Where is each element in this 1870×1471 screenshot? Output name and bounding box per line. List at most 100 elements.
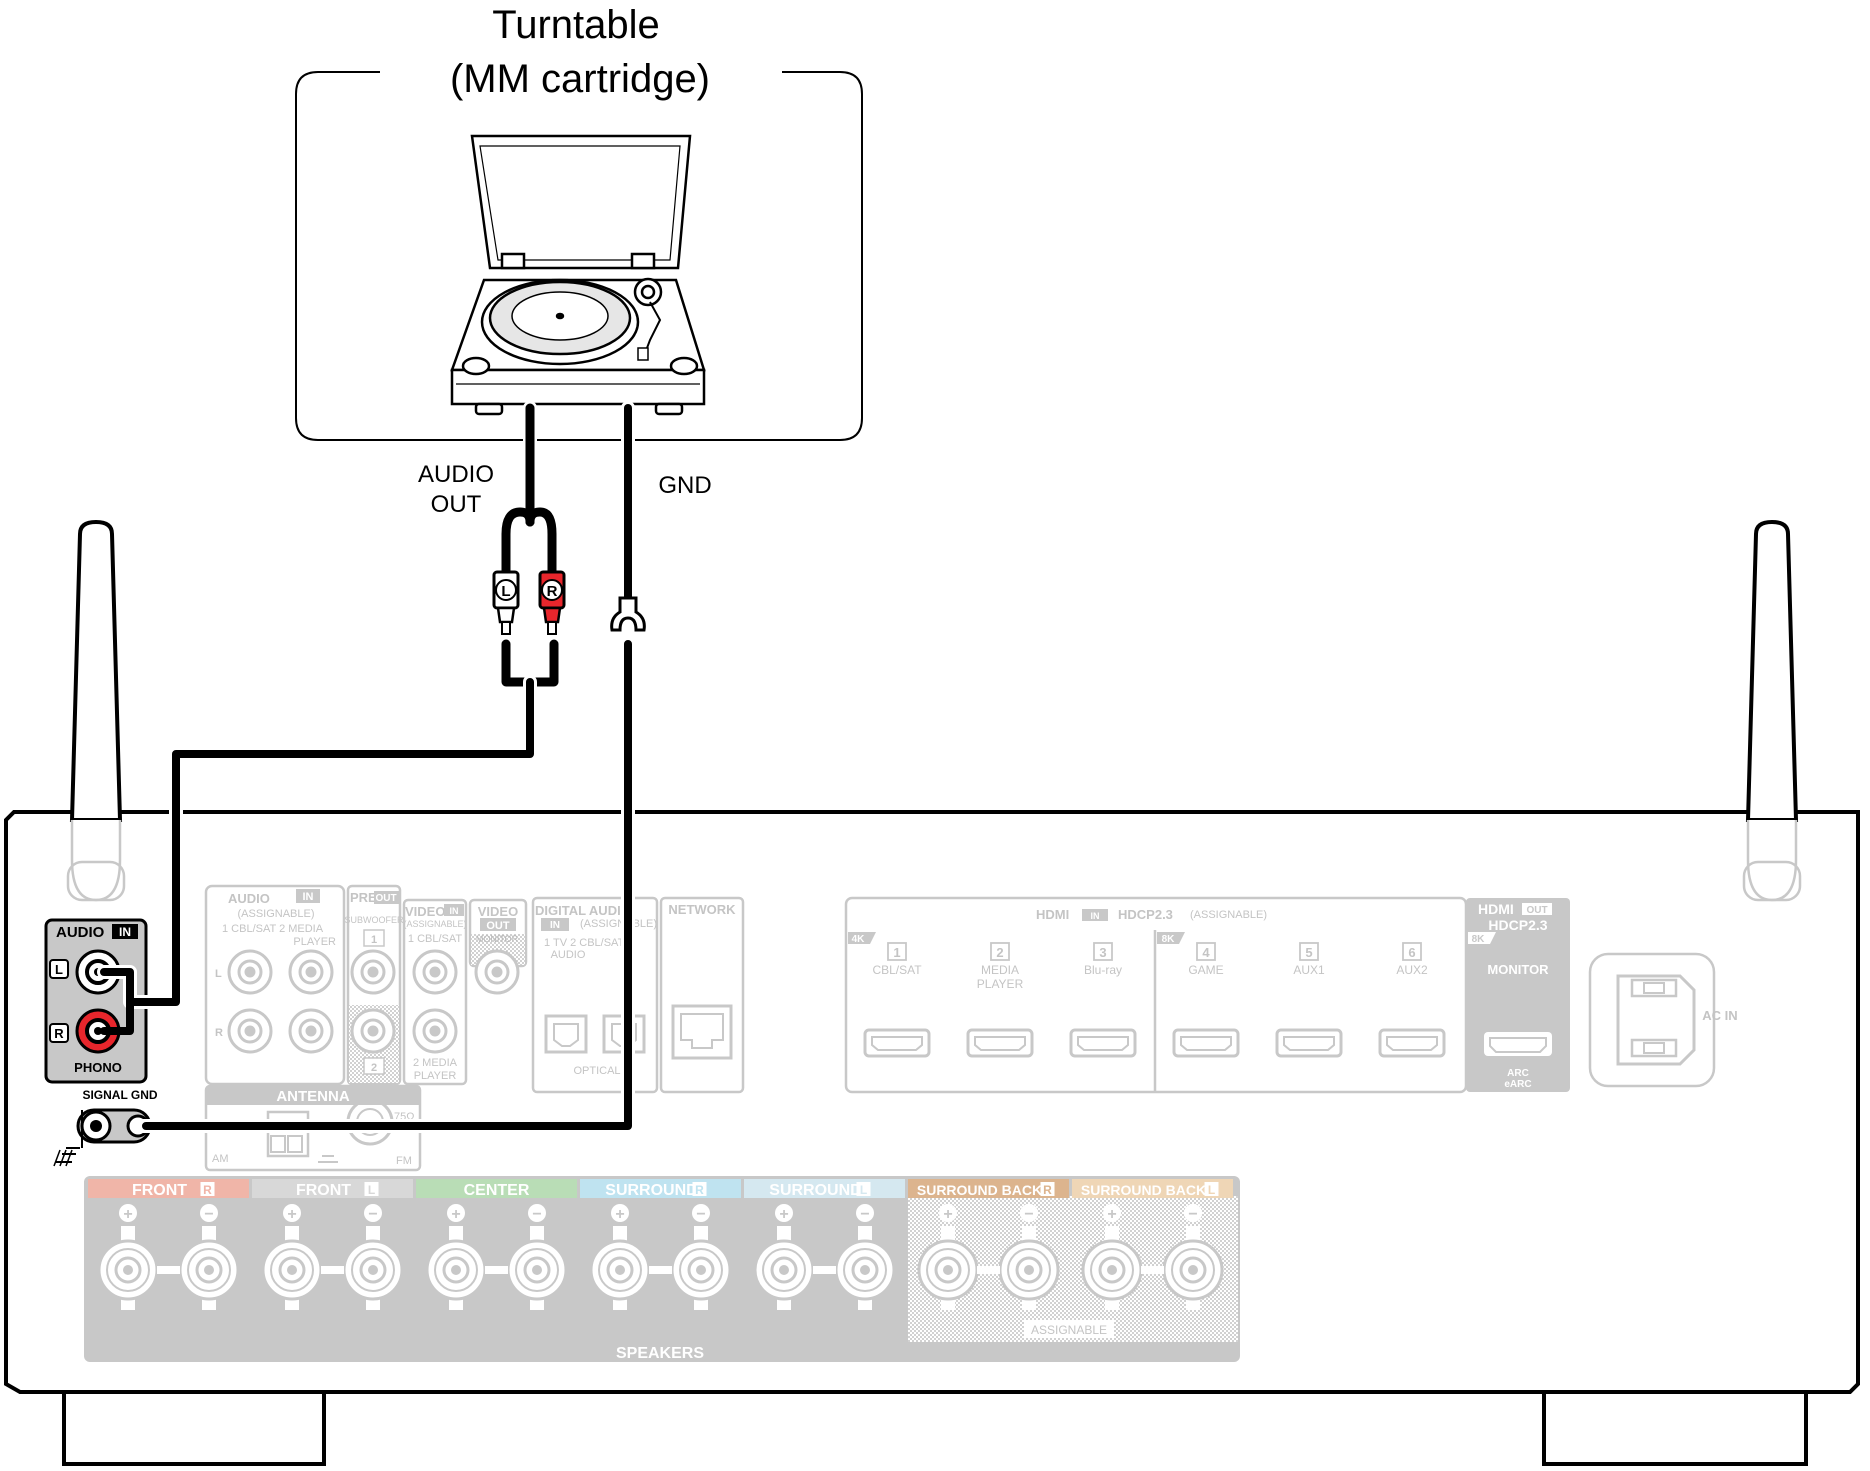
terminal-symbol: + <box>123 1206 132 1223</box>
terminal-symbol: − <box>1188 1206 1197 1223</box>
video-in-media: 2 MEDIA <box>413 1057 458 1069</box>
hdmi-out-monitor: MONITOR <box>1487 962 1549 977</box>
audio-in-r: R <box>215 1027 223 1039</box>
phono-r: R <box>54 1026 64 1041</box>
speaker-group-label: CENTER <box>464 1182 530 1199</box>
speaker-group-label: SURROUND <box>605 1182 697 1199</box>
hdmi-in-port-label: AUX1 <box>1293 963 1325 977</box>
hdmi-in-hdcp: HDCP2.3 <box>1118 907 1173 922</box>
phono-in: IN <box>119 925 131 939</box>
hdmi-in-title: HDMI <box>1036 907 1069 922</box>
audio-cable <box>97 401 559 1035</box>
terminal-symbol: − <box>860 1206 869 1223</box>
speaker-terminal-minus[interactable]: − <box>506 1204 568 1310</box>
terminal-symbol: + <box>287 1206 296 1223</box>
wifi-antenna-right <box>1742 519 1802 902</box>
preout-section: PRE OUT SUBWOOFER 1 2 <box>344 884 404 1086</box>
digital-audio-labels: 1 TV 2 CBL/SAT <box>544 937 625 949</box>
hdmi-badge-8k: 8K <box>1162 934 1176 945</box>
video-in-in: IN <box>450 906 459 916</box>
phono-jack-r[interactable] <box>75 1008 121 1054</box>
hdmi-out-out: OUT <box>1526 905 1547 916</box>
hdmi-out-title: HDMI <box>1478 901 1514 917</box>
audio-in-labels: 1 CBL/SAT 2 MEDIA <box>222 923 324 935</box>
speaker-terminal-plus[interactable]: + <box>917 1204 979 1310</box>
speaker-terminal-minus[interactable]: − <box>834 1204 896 1310</box>
audio-in-l: L <box>215 968 222 980</box>
speaker-group-label: SURROUND <box>769 1182 861 1199</box>
video-in-section: VIDEO IN (ASSIGNABLE) 1 CBL/SAT 2 MEDIA … <box>402 898 468 1086</box>
ac-in-label: AC IN <box>1702 1008 1737 1023</box>
preout-out: OUT <box>375 893 396 904</box>
speaker-terminal-minus[interactable]: − <box>670 1204 732 1310</box>
hdmi-out-badge: 8K <box>1472 934 1486 945</box>
antenna-am: AM <box>212 1153 229 1165</box>
digital-audio-in: IN <box>550 920 560 931</box>
speaker-terminal-minus[interactable]: − <box>178 1204 240 1310</box>
hdmi-in-port-label: CBL/SAT <box>872 963 922 977</box>
turntable-subtitle: (MM cartridge) <box>450 57 710 101</box>
signal-gnd-label: SIGNAL GND <box>82 1088 157 1102</box>
video-out-out: OUT <box>486 920 510 932</box>
speaker-group-label: SURROUND BACK <box>1081 1182 1206 1198</box>
speaker-terminal-plus[interactable]: + <box>589 1204 651 1310</box>
hdmi-in-port-label: AUX2 <box>1396 963 1428 977</box>
speaker-terminal-plus[interactable]: + <box>97 1204 159 1310</box>
speaker-group-label: FRONT <box>132 1182 187 1199</box>
hdmi-in-port-number: 2 <box>996 945 1003 960</box>
terminal-symbol: + <box>451 1206 460 1223</box>
gnd-spade-connector <box>610 596 646 632</box>
phono-l: L <box>55 962 63 977</box>
hdmi-out-arc: ARC <box>1507 1068 1529 1079</box>
hdmi-in-section: HDMI IN HDCP2.3 (ASSIGNABLE) 4K 8K 1CBL/… <box>844 896 1468 1094</box>
hdmi-in-assignable: (ASSIGNABLE) <box>1190 909 1267 921</box>
network-title: NETWORK <box>668 902 736 917</box>
audio-in-title: AUDIO <box>228 891 270 906</box>
terminal-symbol: − <box>368 1206 377 1223</box>
audio-in-player: PLAYER <box>293 936 336 948</box>
terminal-symbol: − <box>1024 1206 1033 1223</box>
speaker-terminal-plus[interactable]: + <box>753 1204 815 1310</box>
speaker-group-2: CENTER+ − <box>416 1179 577 1338</box>
preout-subwoofer: SUBWOOFER <box>344 915 404 925</box>
audio-in-section: AUDIO IN (ASSIGNABLE) 1 CBL/SAT 2 MEDIA … <box>204 884 346 1086</box>
speaker-group-side: L <box>860 1183 867 1197</box>
video-in-cbl: 1 CBL/SAT <box>408 933 462 945</box>
digital-audio-optical: OPTICAL <box>573 1065 620 1077</box>
phono-label: PHONO <box>74 1060 122 1075</box>
hdmi-in-port-number: 6 <box>1408 945 1415 960</box>
speaker-group-side: L <box>368 1183 375 1197</box>
turntable-title: Turntable <box>492 3 660 47</box>
ac-in-section: AC IN <box>1588 952 1738 1088</box>
hdmi-badge-4k: 4K <box>852 934 866 945</box>
preout-2: 2 <box>371 1062 377 1074</box>
speaker-terminal-plus[interactable]: + <box>425 1204 487 1310</box>
speaker-group-side: R <box>695 1183 704 1197</box>
speaker-terminal-minus[interactable]: − <box>1162 1204 1224 1310</box>
digital-audio-audio: AUDIO <box>551 949 586 961</box>
terminal-symbol: − <box>204 1206 213 1223</box>
speakers-assignable: ASSIGNABLE <box>1031 1323 1107 1337</box>
phono-panel: AUDIO IN L R PHONO <box>44 918 148 1084</box>
hdmi-in-port-label: Blu-ray <box>1084 963 1122 977</box>
antenna-fm: FM <box>396 1155 412 1167</box>
rca-plug-r: R <box>538 570 566 635</box>
speaker-terminal-plus[interactable]: + <box>261 1204 323 1310</box>
hdmi-in-in: IN <box>1091 911 1100 921</box>
hdmi-in-port-number: 5 <box>1305 945 1312 960</box>
video-in-title: VIDEO <box>405 904 445 919</box>
turntable-icon <box>450 134 706 416</box>
